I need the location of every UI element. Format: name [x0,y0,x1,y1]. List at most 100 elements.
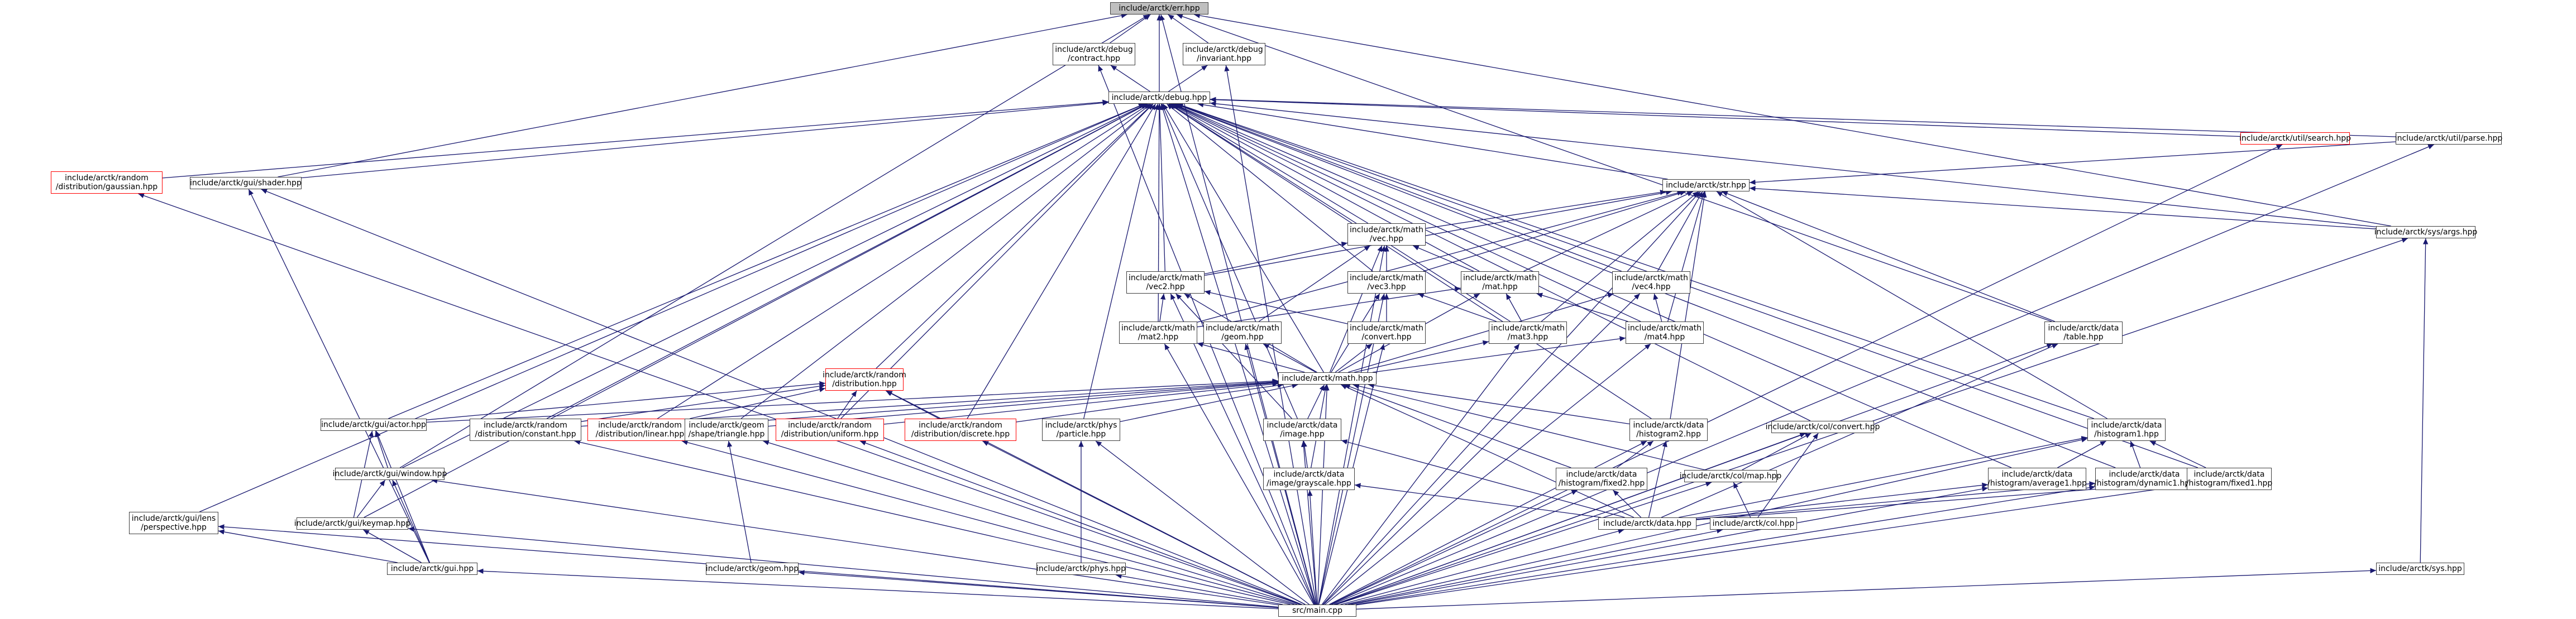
node-col-map-hpp[interactable]: include/arctk/col/map.hpp [1680,470,1781,482]
edge-math-to-vec [1329,245,1383,373]
edge-mat3-to-debug [1168,103,1511,322]
node-sys-hpp[interactable]: include/arctk/sys.hpp [2376,563,2464,575]
edge-mat-to-debug [1170,103,1480,272]
edge-main-to-keymap [408,526,1279,608]
edge-colmap-to-colconvert [1742,433,1812,471]
node-src-main-cpp[interactable]: src/main.cpp [1278,604,1356,617]
node-math-mat4-hpp[interactable]: include/arctk/math /mat4.hpp [1626,322,1704,344]
edge-fixed2-to-math [1344,384,1571,468]
edge-math-to-mat3 [1354,340,1489,373]
node-data-histogram-fixed2-hpp[interactable]: include/arctk/data /histogram/fixed2.hpp [1556,468,1647,490]
node-data-histogram-average1-hpp[interactable]: include/arctk/data /histogram/average1.h… [1987,468,2087,490]
edge-args-to-assert [1194,13,2391,227]
edge-constant-to-distribution [581,383,826,422]
edge-main-to-geomhpp [798,570,1279,608]
node-random-distribution-constant-hpp[interactable]: include/arctk/random /distribution/const… [470,419,581,441]
node-debug-invariant-hpp[interactable]: include/arctk/debug /invariant.hpp [1183,43,1265,65]
edge-parse-to-debug [1210,97,2396,137]
edge-main-to-window [431,478,1279,606]
node-math-vec4-hpp[interactable]: include/arctk/math /vec4.hpp [1612,271,1690,294]
edge-gui-to-shader [248,189,430,563]
node-geom-hpp[interactable]: include/arctk/geom.hpp [706,563,799,575]
edge-vec-to-debug [1169,103,1369,224]
node-math-vec-hpp[interactable]: include/arctk/math /vec.hpp [1347,223,1426,246]
node-math-vec3-hpp[interactable]: include/arctk/math /vec3.hpp [1347,271,1426,294]
node-util-search-hpp[interactable]: include/arctk/util/search.hpp [2239,132,2351,145]
node-data-histogram1-hpp[interactable]: include/arctk/data /histogram1.hpp [2087,419,2166,441]
node-data-table-hpp[interactable]: include/arctk/data /table.hpp [2044,322,2123,344]
edge-vec3-to-str [1423,190,1686,272]
edge-main-to-average1 [1350,486,1989,605]
edge-main-to-colmap [1336,481,1712,605]
edge-linear-to-distribution [690,387,826,419]
node-math-mat2-hpp[interactable]: include/arctk/math /mat2.hpp [1119,322,1197,344]
edge-discrete-to-distribution [885,390,940,419]
edge-dynamic1-to-histogram1 [2130,440,2141,468]
node-phys-particle-hpp[interactable]: include/arctk/phys /particle.hpp [1042,419,1120,441]
node-math-hpp[interactable]: include/arctk/math.hpp [1278,372,1377,385]
edge-actor-to-distribution [426,381,826,420]
edge-discrete-to-debug [967,103,1156,419]
edge-particle-to-debug [1083,103,1159,419]
node-col-hpp[interactable]: include/arctk/col.hpp [1710,517,1797,530]
edge-image-to-math [1307,384,1325,419]
node-data-histogram-dynamic1-hpp[interactable]: include/arctk/data /histogram/dynamic1.h… [2094,468,2195,490]
node-phys-hpp[interactable]: include/arctk/phys.hpp [1036,563,1126,575]
edge-mat4-to-mat [1536,292,1628,322]
node-random-distribution-gaussian-hpp[interactable]: include/arctk/random /distribution/gauss… [51,171,163,194]
node-math-geom-hpp[interactable]: include/arctk/math /geom.hpp [1203,322,1282,344]
node-random-distribution-uniform-hpp[interactable]: include/arctk/random /distribution/unifo… [776,419,884,441]
edge-math-to-mat2 [1197,342,1305,373]
edge-convert-to-vec2 [1204,290,1348,324]
node-gui-actor-hpp[interactable]: include/arctk/gui/actor.hpp [321,419,427,431]
node-math-mat-hpp[interactable]: include/arctk/math /mat.hpp [1461,271,1539,294]
node-random-distribution-discrete-hpp[interactable]: include/arctk/random /distribution/discr… [905,419,1016,441]
node-col-convert-hpp[interactable]: include/arctk/col/convert.hpp [1766,421,1880,433]
node-math-vec2-hpp[interactable]: include/arctk/math /vec2.hpp [1126,271,1205,294]
node-math-convert-hpp[interactable]: include/arctk/math /convert.hpp [1347,322,1426,344]
edge-main-to-gaussian [138,193,1301,605]
node-data-hpp[interactable]: include/arctk/data.hpp [1598,517,1696,530]
node-util-parse-hpp[interactable]: include/arctk/util/parse.hpp [2395,132,2502,145]
edge-sys-to-args [2420,238,2429,563]
edge-histogram2-to-math [1368,382,1630,425]
node-gui-hpp[interactable]: include/arctk/gui.hpp [387,563,477,575]
node-random-distribution-hpp[interactable]: include/arctk/random /distribution.hpp [823,368,906,391]
edge-mat4-to-str [1667,191,1705,322]
edge-contract-to-assert [1110,14,1151,44]
edge-main-to-parse [1332,144,2434,605]
node-geom-shape-triangle-hpp[interactable]: include/arctk/geom /shape/triangle.hpp [685,419,768,441]
node-gui-shader-hpp[interactable]: include/arctk/gui/shader.hpp [190,177,302,189]
edge-data-to-fixed2 [1613,490,1642,518]
edge-window-to-assert [399,14,1150,468]
edge-window-to-actor [375,430,389,468]
node-data-histogram2-hpp[interactable]: include/arctk/data /histogram2.hpp [1629,419,1708,441]
edge-data-to-math [1340,384,1635,518]
node-gui-lens-perspective-hpp[interactable]: include/arctk/gui/lens /perspective.hpp [129,512,218,534]
node-assert-hpp: include/arctk/err.hpp [1110,2,1208,15]
node-data-image-hpp[interactable]: include/arctk/data /image.hpp [1263,419,1341,441]
node-sys-args-hpp[interactable]: include/arctk/sys/args.hpp [2374,226,2477,238]
edge-fixed2-to-histogram2 [1616,440,1654,468]
node-debug-hpp[interactable]: include/arctk/debug.hpp [1108,92,1210,104]
node-math-mat3-hpp[interactable]: include/arctk/math /mat3.hpp [1489,322,1567,344]
edge-main-to-linear [681,440,1294,605]
node-data-image-grayscale-hpp[interactable]: include/arctk/data /image/grayscale.hpp [1263,468,1355,490]
edge-gui-to-keymap [363,529,422,563]
edge-debug-to-contract [1110,65,1150,92]
edge-main-to-debug [1160,103,1316,605]
node-random-distribution-linear-hpp[interactable]: include/arctk/random /distribution/linea… [587,419,692,441]
node-gui-window-hpp[interactable]: include/arctk/gui/window.hpp [333,468,447,480]
edge-histogram1-to-debug [1177,103,2095,419]
node-data-histogram-fixed1-hpp[interactable]: include/arctk/data /histogram/fixed1.hpp [2186,468,2272,490]
edge-image-to-debug [1162,103,1298,419]
edge-args-to-str [1749,186,2377,229]
edge-main-to-gui [477,568,1279,610]
edge-main-to-constant [574,439,1291,605]
node-str-hpp[interactable]: include/arctk/str.hpp [1662,179,1750,191]
edge-gaussian-to-debug [162,99,1109,179]
node-gui-keymap-hpp[interactable]: include/arctk/gui/keymap.hpp [294,517,410,530]
node-debug-contract-hpp[interactable]: include/arctk/debug /contract.hpp [1053,43,1135,65]
edge-actor-to-debug [388,103,1145,419]
